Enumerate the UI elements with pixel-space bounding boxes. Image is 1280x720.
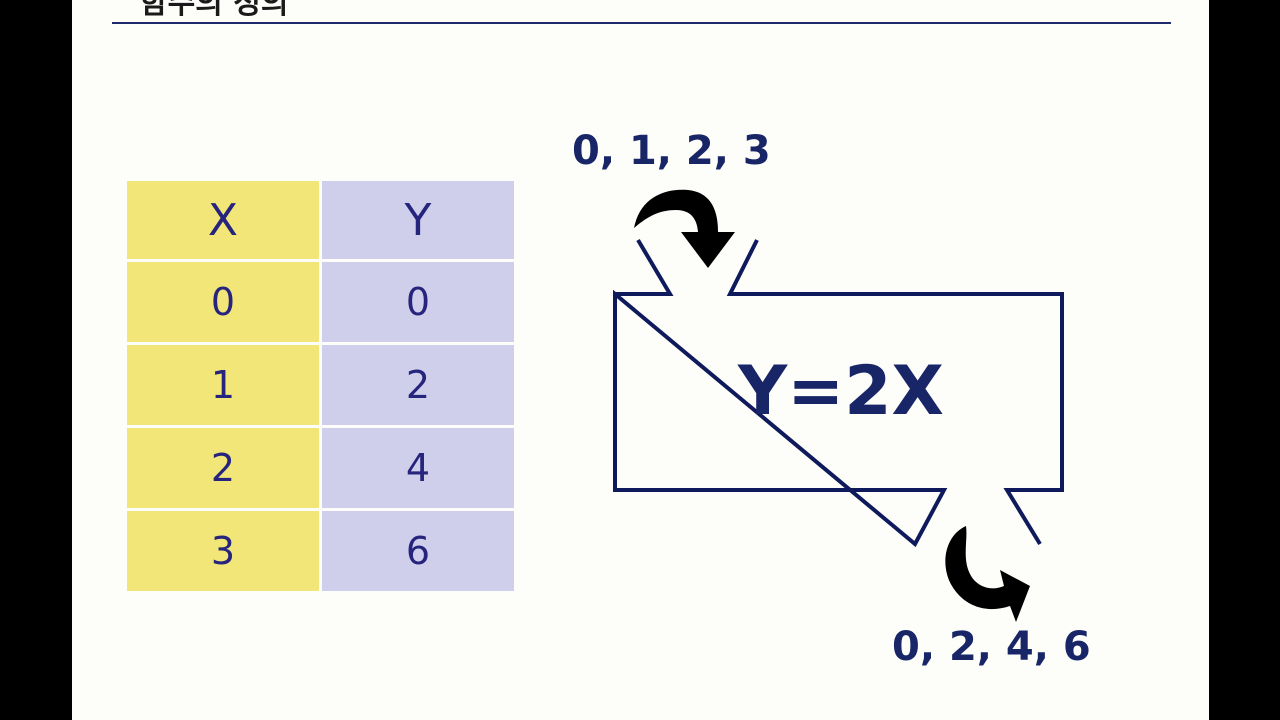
xy-table: X Y 0 0 1 2 2 4 3 6 (124, 178, 517, 594)
title-divider (112, 22, 1171, 24)
output-values: 0, 2, 4, 6 (892, 624, 1091, 670)
output-arrow-icon (945, 526, 1030, 622)
table-row: 0 0 (124, 259, 517, 345)
cell-y: 2 (319, 342, 517, 428)
input-values: 0, 1, 2, 3 (572, 128, 771, 174)
cell-y: 0 (319, 259, 517, 345)
table-header-row: X Y (124, 178, 517, 262)
table-row: 3 6 (124, 508, 517, 594)
cell-x: 2 (124, 425, 322, 511)
cell-x: 0 (124, 259, 322, 345)
table-row: 2 4 (124, 425, 517, 511)
slide: 함수의 정의 X Y 0 0 1 2 2 4 3 6 (72, 0, 1209, 720)
input-arrow-icon (634, 189, 735, 268)
header-y: Y (319, 178, 517, 262)
header-x: X (124, 178, 322, 262)
machine-body (613, 238, 1064, 548)
cell-x: 1 (124, 342, 322, 428)
table-row: 1 2 (124, 342, 517, 428)
cell-y: 4 (319, 425, 517, 511)
cell-x: 3 (124, 508, 322, 594)
function-rule: Y=2X (738, 352, 944, 431)
cell-y: 6 (319, 508, 517, 594)
function-machine (613, 189, 1064, 622)
slide-title: 함수의 정의 (140, 0, 289, 21)
